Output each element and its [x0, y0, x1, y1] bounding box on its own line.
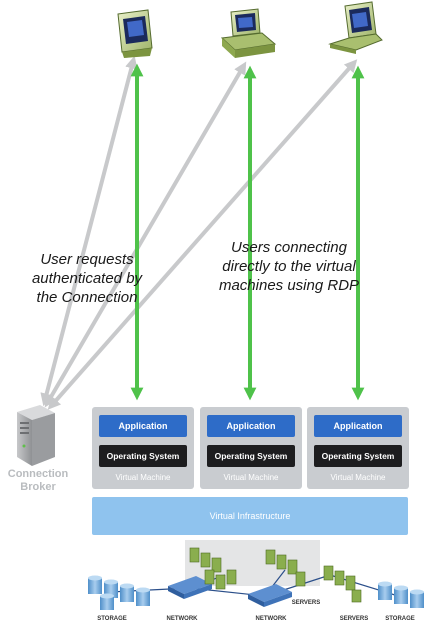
- hardware-layer: [88, 540, 424, 610]
- application-layer: Application: [314, 415, 402, 437]
- storage-right-label: STORAGE: [385, 616, 415, 622]
- servers-middle-icon: [189, 547, 237, 590]
- network-right-label: NETWORK: [255, 616, 287, 622]
- operating-system-layer: Operating System: [207, 445, 295, 467]
- network-switch-left-icon: [168, 576, 212, 599]
- virtual-machine-label: Virtual Machine: [115, 473, 171, 482]
- broker-arrow-client-1: [40, 55, 138, 407]
- storage-right-icon: [378, 581, 424, 608]
- connection-broker-label: Connection Broker: [7, 468, 69, 493]
- storage-left-icon: [88, 575, 150, 610]
- servers-right-icon: [265, 549, 362, 603]
- virtual-infrastructure-bar: Virtual Infrastructure: [92, 497, 408, 535]
- application-layer: Application: [99, 415, 187, 437]
- virtual-machine-2: Application Operating System Virtual Mac…: [200, 407, 302, 489]
- broker-auth-annotation: User requests authenticated by the Conne…: [31, 251, 143, 306]
- laptop-icon: [328, 1, 383, 54]
- virtual-machine-label: Virtual Machine: [330, 473, 386, 482]
- desktop-pc-icon: [220, 8, 277, 58]
- network-switch-right-icon: [248, 584, 292, 607]
- rdp-arrows: [130, 63, 365, 401]
- rdp-annotation: Users connecting directly to the virtual…: [218, 239, 360, 294]
- servers-right-label: SERVERS: [339, 616, 369, 622]
- operating-system-layer: Operating System: [314, 445, 402, 467]
- storage-left-label: STORAGE: [97, 616, 127, 622]
- application-layer: Application: [207, 415, 295, 437]
- servers-middle-label: SERVERS: [291, 600, 321, 606]
- virtual-machine-1: Application Operating System Virtual Mac…: [92, 407, 194, 489]
- broker-arrow-client-3: [47, 59, 358, 410]
- operating-system-layer: Operating System: [99, 445, 187, 467]
- broker-arrow-client-2: [44, 61, 247, 408]
- broker-auth-arrows: [40, 55, 358, 410]
- virtual-machine-3: Application Operating System Virtual Mac…: [307, 407, 409, 489]
- virtual-machine-label: Virtual Machine: [223, 473, 279, 482]
- server-tower-icon: [17, 405, 55, 466]
- network-left-label: NETWORK: [166, 616, 198, 622]
- thin-client-icon: [117, 9, 153, 58]
